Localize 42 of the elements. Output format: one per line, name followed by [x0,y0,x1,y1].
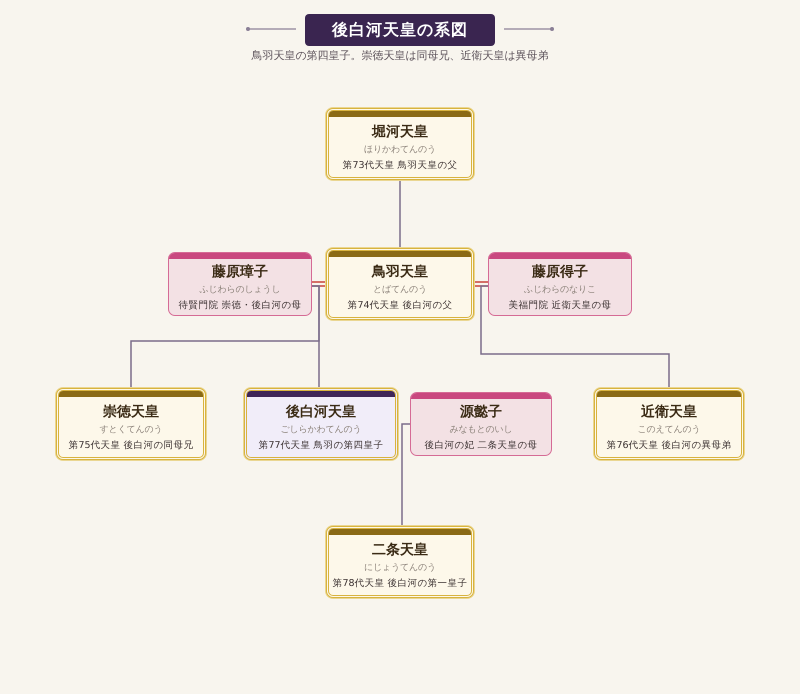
person-name: 崇徳天皇 [103,402,159,420]
name-reading: ふじわらのしょうし [200,284,280,296]
lineage-line [312,285,320,388]
person-name: 二条天皇 [372,540,428,558]
person-name: 近衛天皇 [641,402,697,420]
name-reading: ふじわらのなりこ [524,284,596,296]
emperor-card [244,388,398,460]
lineage-line [401,423,410,526]
name-reading: このえてんのう [638,424,700,436]
consort-card [168,252,312,316]
person-name: 鳥羽天皇 [372,262,428,280]
consort-card [410,392,552,456]
person-name: 源懿子 [460,402,502,420]
person-description: 待賢門院 崇徳・後白河の母 [178,300,302,312]
lineage-line [399,180,401,248]
person-name: 藤原得子 [532,262,588,280]
person-description: 美福門院 近衛天皇の母 [508,300,612,312]
name-reading: みなもとのいし [450,424,512,436]
person-description: 第77代天皇 鳥羽の第四皇子 [258,440,384,452]
person-description: 第78代天皇 後白河の第一皇子 [332,578,468,590]
lineage-line [480,285,670,388]
subtitle: 鳥羽天皇の第四皇子。崇徳天皇は同母兄、近衛天皇は異母弟 [250,48,550,63]
name-reading: すとくてんのう [100,424,162,436]
name-reading: ごしらかわてんのう [280,424,362,436]
person-name: 藤原璋子 [212,262,268,280]
person-description: 第74代天皇 後白河の父 [347,300,453,312]
name-reading: とばてんのう [373,284,427,296]
emperor-card [326,248,474,320]
consort-card [488,252,632,316]
person-description: 第73代天皇 鳥羽天皇の父 [342,160,458,172]
name-reading: ほりかわてんのう [364,144,436,156]
person-description: 第75代天皇 後白河の同母兄 [68,440,194,452]
emperor-card [56,388,206,460]
name-reading: にじょうてんのう [364,562,436,574]
person-description: 後白河の妃 二条天皇の母 [424,440,538,452]
emperor-card [326,108,474,180]
emperor-card [326,526,474,598]
title-plate: 後白河天皇の系図 [305,14,495,46]
emperor-card [594,388,744,460]
person-name: 堀河天皇 [372,122,428,140]
person-name: 後白河天皇 [286,402,356,420]
person-description: 第76代天皇 後白河の異母弟 [606,440,732,452]
